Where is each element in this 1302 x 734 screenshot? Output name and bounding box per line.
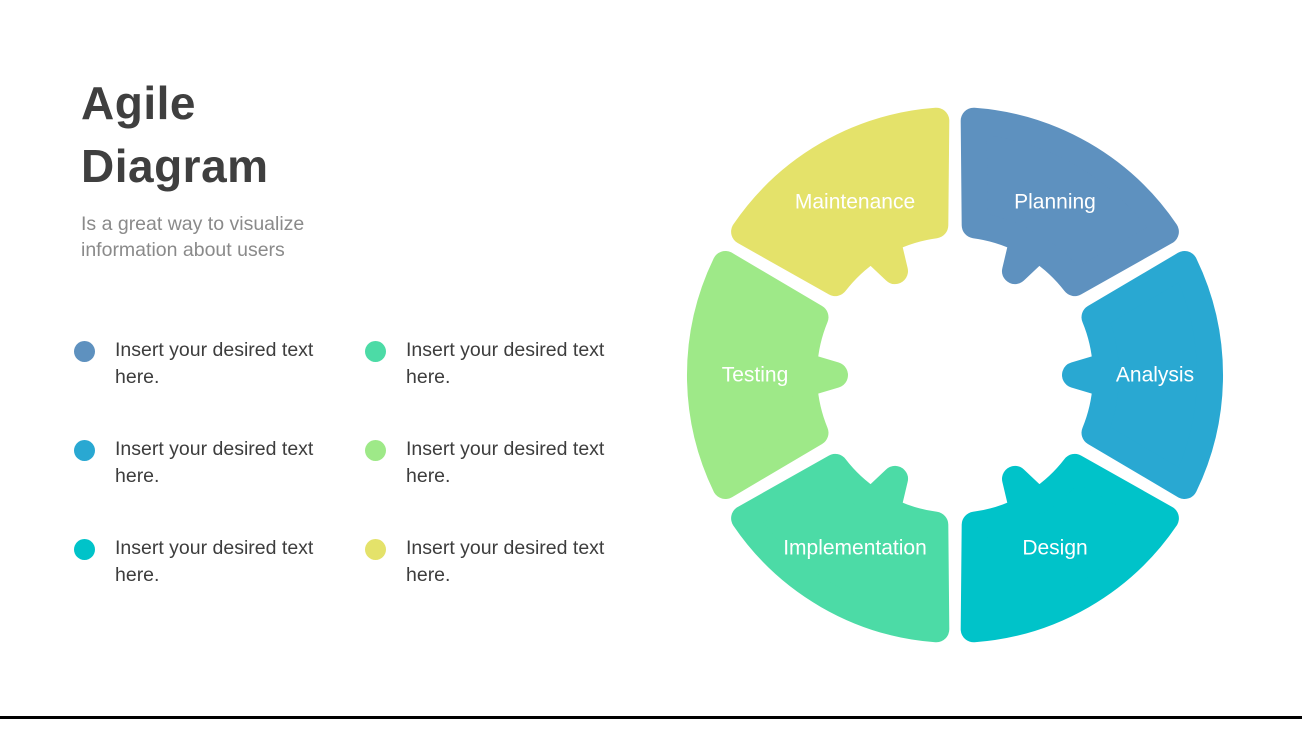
bullet-text: Insert your desired text here. [406,537,605,586]
segment-label-implementation: Implementation [783,537,927,560]
slide-subtitle: Is a great way to visualize information … [81,213,305,261]
slide-title: Agile Diagram [81,77,269,192]
segment-label-design: Design [1022,537,1087,560]
bullet-text: Insert your desired text here. [115,438,314,487]
segment-maintenance [731,107,950,297]
bullet-text: Insert your desired text here. [406,339,605,388]
left-panel: Agile Diagram Is a great way to visualiz… [81,72,381,263]
bullet-dot-icon [74,539,95,560]
list-item: Insert your desired text here. [365,535,621,589]
segment-label-maintenance: Maintenance [795,190,915,213]
slide-bottom-border [0,716,1302,719]
list-item: Insert your desired text here. [365,436,621,490]
list-item: Insert your desired text here. [365,337,621,391]
bullet-dot-icon [365,440,386,461]
segment-implementation [731,453,950,643]
segment-label-analysis: Analysis [1116,364,1194,387]
list-item: Insert your desired text here. [74,337,330,391]
bullet-column-1: Insert your desired text here. Insert yo… [74,337,330,589]
segment-testing [686,251,848,499]
list-item: Insert your desired text here. [74,436,330,490]
segment-planning [960,107,1179,297]
bullet-text: Insert your desired text here. [115,537,314,586]
bullet-dot-icon [74,341,95,362]
segment-design [960,453,1179,643]
bullet-dot-icon [74,440,95,461]
segment-analysis [1062,251,1224,499]
segment-label-planning: Planning [1014,190,1096,213]
bullet-text: Insert your desired text here. [406,438,605,487]
segment-label-testing: Testing [722,364,789,387]
list-item: Insert your desired text here. [74,535,330,589]
bullet-dot-icon [365,539,386,560]
bullet-text: Insert your desired text here. [115,339,314,388]
bullet-column-2: Insert your desired text here. Insert yo… [365,337,621,589]
bullet-dot-icon [365,341,386,362]
